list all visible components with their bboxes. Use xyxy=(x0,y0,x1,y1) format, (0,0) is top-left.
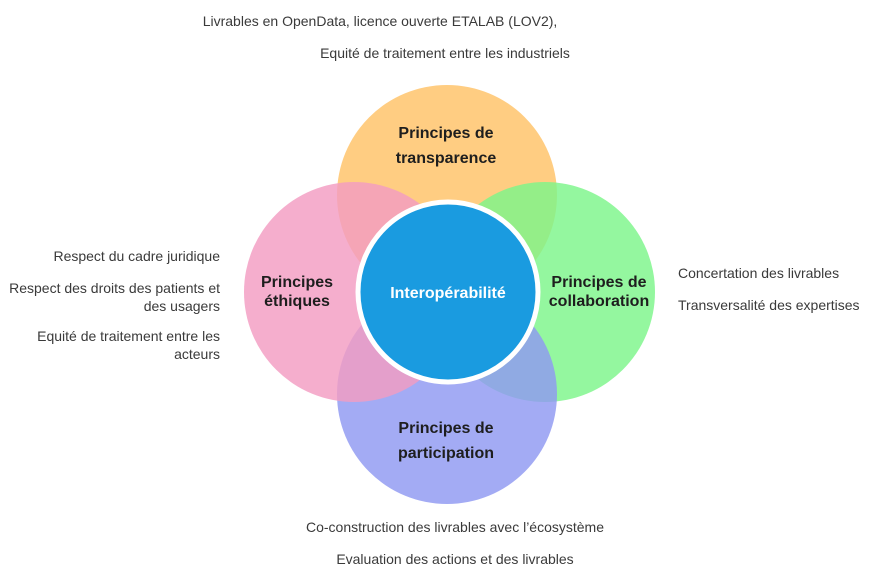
label-collaboration-line1: Principes de xyxy=(551,274,646,291)
annotation-left-item2-line2: des usagers xyxy=(143,298,220,314)
label-transparence-line2: transparence xyxy=(396,150,497,167)
annotation-right-line1: Concertation des livrables xyxy=(678,265,840,281)
label-collaboration-line2: collaboration xyxy=(549,293,649,310)
annotation-bottom-line2: Evaluation des actions et des livrables xyxy=(336,551,574,567)
annotation-left-item3-line2: acteurs xyxy=(174,346,220,362)
annotation-left-item2-line1: Respect des droits des patients et xyxy=(9,280,220,296)
label-participation-line2: participation xyxy=(398,445,494,462)
circle-interoperabilite xyxy=(355,199,541,385)
annotation-left-item3-line1: Equité de traitement entre les xyxy=(37,328,220,344)
annotation-bottom-line1: Co-construction des livrables avec l’éco… xyxy=(305,519,604,535)
annotation-top-line1: Livrables en OpenData, licence ouverte E… xyxy=(202,13,558,29)
label-interoperabilite: Interopérabilité xyxy=(390,285,506,302)
label-transparence-line1: Principes de xyxy=(398,125,493,142)
label-participation-line1: Principes de xyxy=(398,420,493,437)
annotation-top-line2: Equité de traitement entre les industrie… xyxy=(320,45,570,61)
annotation-right-line2: Transversalité des expertises xyxy=(678,297,860,313)
annotation-left-item1: Respect du cadre juridique xyxy=(53,248,220,264)
label-ethiques-line2: éthiques xyxy=(264,293,330,310)
label-ethiques-line1: Principes xyxy=(261,274,333,291)
